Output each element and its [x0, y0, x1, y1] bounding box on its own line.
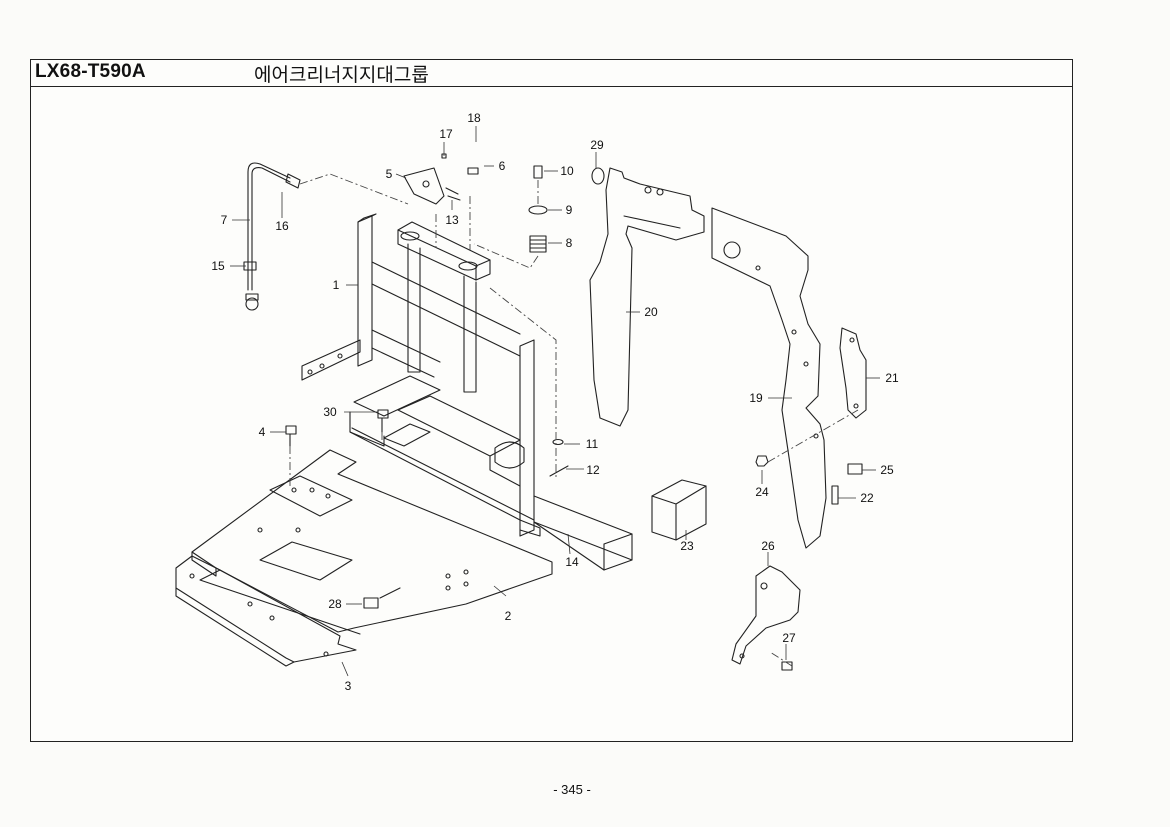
callout-26: 26 — [761, 539, 775, 553]
assembly-lines — [289, 173, 859, 667]
plate-2 — [191, 449, 553, 633]
callout-22: 22 — [860, 491, 874, 505]
callout-15: 15 — [211, 259, 225, 273]
callout-24: 24 — [755, 485, 769, 499]
clip-28 — [363, 597, 379, 609]
cable-7 — [243, 162, 301, 311]
callout-28: 28 — [328, 597, 342, 611]
panel-19 — [711, 207, 827, 549]
callout-19: 19 — [749, 391, 763, 405]
callout-30: 30 — [323, 405, 337, 419]
frame-bracket-1 — [301, 213, 541, 537]
callout-12: 12 — [586, 463, 600, 477]
seal-29 — [591, 167, 605, 185]
page-frame: LX68-T590A 에어크리너지지대그룹 — [30, 59, 1073, 742]
callout-27: 27 — [782, 631, 796, 645]
callout-25: 25 — [880, 463, 894, 477]
part-22 — [831, 485, 839, 505]
callout-2: 2 — [505, 609, 512, 623]
callout-5: 5 — [386, 167, 393, 181]
bracket-26 — [731, 565, 801, 671]
callout-14: 14 — [565, 555, 579, 569]
bracket-21 — [839, 327, 867, 419]
callout-11: 11 — [586, 437, 599, 451]
callout-8: 8 — [566, 236, 573, 250]
callout-20: 20 — [644, 305, 658, 319]
callout-23: 23 — [680, 539, 694, 553]
callout-17: 17 — [439, 127, 453, 141]
panel-20 — [589, 167, 705, 427]
callout-4: 4 — [259, 425, 266, 439]
model-code: LX68-T590A — [35, 61, 146, 82]
title-bar: LX68-T590A 에어크리너지지대그룹 — [31, 60, 1072, 87]
callout-3: 3 — [345, 679, 352, 693]
callout-29: 29 — [590, 138, 604, 152]
callout-7: 7 — [221, 213, 228, 227]
callout-18: 18 — [467, 111, 481, 125]
leader-lines — [230, 126, 880, 677]
mount-parts — [528, 165, 569, 477]
callout-16: 16 — [275, 219, 289, 233]
nut-24 — [755, 455, 769, 467]
bolt-4 — [285, 425, 297, 447]
group-title: 에어크리너지지대그룹 — [254, 64, 429, 86]
callout-10: 10 — [560, 164, 574, 178]
bar-14 — [533, 495, 633, 571]
callout-6: 6 — [499, 159, 506, 173]
box-23 — [651, 479, 707, 541]
callout-21: 21 — [885, 371, 899, 385]
callout-9: 9 — [566, 203, 573, 217]
plate-3 — [175, 555, 361, 667]
bolt-30 — [377, 409, 389, 433]
part-25 — [847, 463, 863, 475]
callout-13: 13 — [445, 213, 459, 227]
page-number: - 345 - — [553, 782, 591, 797]
callout-1: 1 — [333, 278, 340, 292]
bracket-5 — [403, 153, 479, 205]
